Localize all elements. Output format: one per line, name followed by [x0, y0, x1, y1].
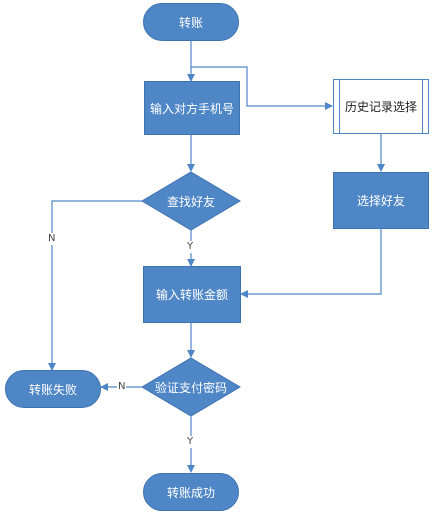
verify-yes-label: Y — [186, 436, 195, 448]
history-node-label: 历史记录选择 — [344, 100, 417, 114]
history-node: 历史记录选择 — [333, 79, 429, 134]
input-amount-label: 输入转账金额 — [155, 288, 228, 302]
input-amount-node: 输入转账金额 — [143, 266, 241, 323]
select-friend-node: 选择好友 — [333, 172, 429, 229]
verify-no-label: N — [117, 381, 127, 393]
verify-password-label: 验证支付密码 — [154, 380, 227, 395]
fail-node: 转账失败 — [5, 370, 101, 408]
history-node-right-bar — [422, 80, 423, 133]
find-friend-label: 查找好友 — [166, 194, 215, 209]
input-phone-label: 输入对方手机号 — [149, 101, 234, 116]
input-phone-node: 输入对方手机号 — [144, 81, 240, 135]
connector-start-to-history — [191, 66, 333, 110]
start-node: 转账 — [143, 3, 239, 41]
success-node-label: 转账成功 — [166, 485, 215, 500]
start-node-label: 转账 — [178, 15, 203, 30]
find-no-label: N — [47, 233, 57, 245]
find-yes-label: Y — [186, 241, 195, 253]
success-node: 转账成功 — [143, 473, 239, 511]
connector-select-to-amount — [240, 229, 382, 298]
connector-find-no-to-fail — [48, 200, 142, 371]
fail-node-label: 转账失败 — [28, 382, 77, 397]
select-friend-label: 选择好友 — [356, 194, 405, 208]
history-node-left-bar — [339, 80, 340, 133]
